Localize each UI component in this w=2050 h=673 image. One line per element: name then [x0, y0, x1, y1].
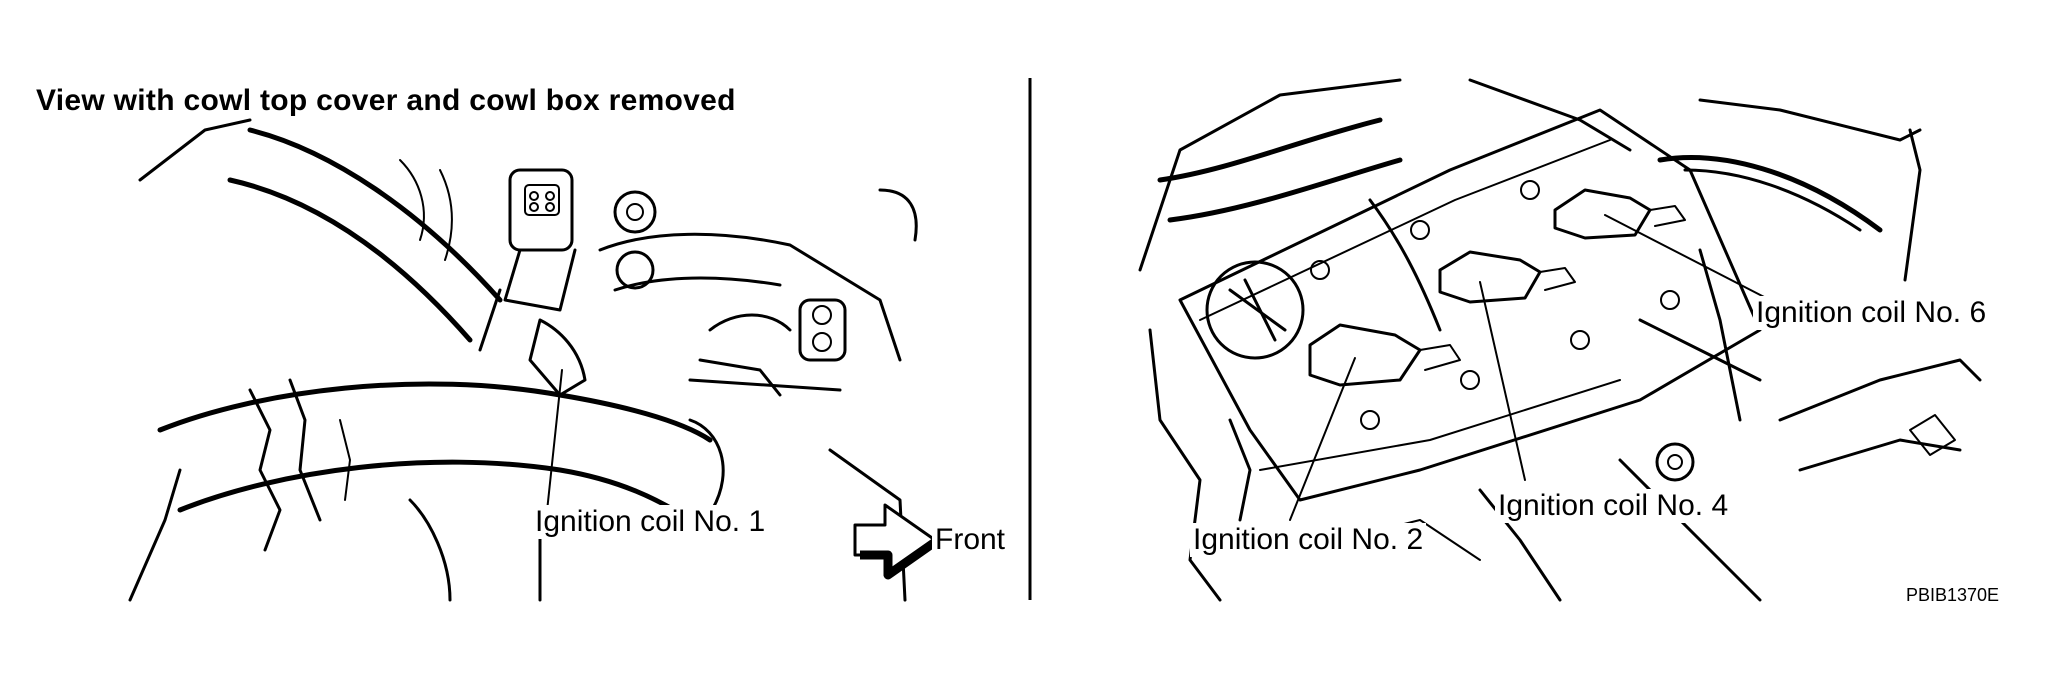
ignition-coil-6-label: Ignition coil No. 6	[1753, 296, 1990, 330]
coil1-leader-line	[544, 369, 563, 531]
right-engine-drawing	[1138, 78, 1982, 602]
left-engine-drawing	[128, 118, 918, 602]
figure-reference-code: PBIB1370E	[1906, 585, 2000, 605]
ignition-coil-1-label: Ignition coil No. 1	[532, 505, 769, 539]
front-arrow-icon	[853, 503, 938, 580]
ignition-coil-4-label: Ignition coil No. 4	[1495, 489, 1732, 523]
ignition-coil-2-label: Ignition coil No. 2	[1190, 523, 1427, 557]
front-label: Front	[932, 523, 1009, 557]
coil4-leader-line	[1479, 281, 1526, 481]
left-panel-title: View with cowl top cover and cowl box re…	[36, 84, 736, 117]
coil2-leader-line	[1289, 357, 1356, 521]
coil6-leader-line	[1604, 214, 1771, 301]
